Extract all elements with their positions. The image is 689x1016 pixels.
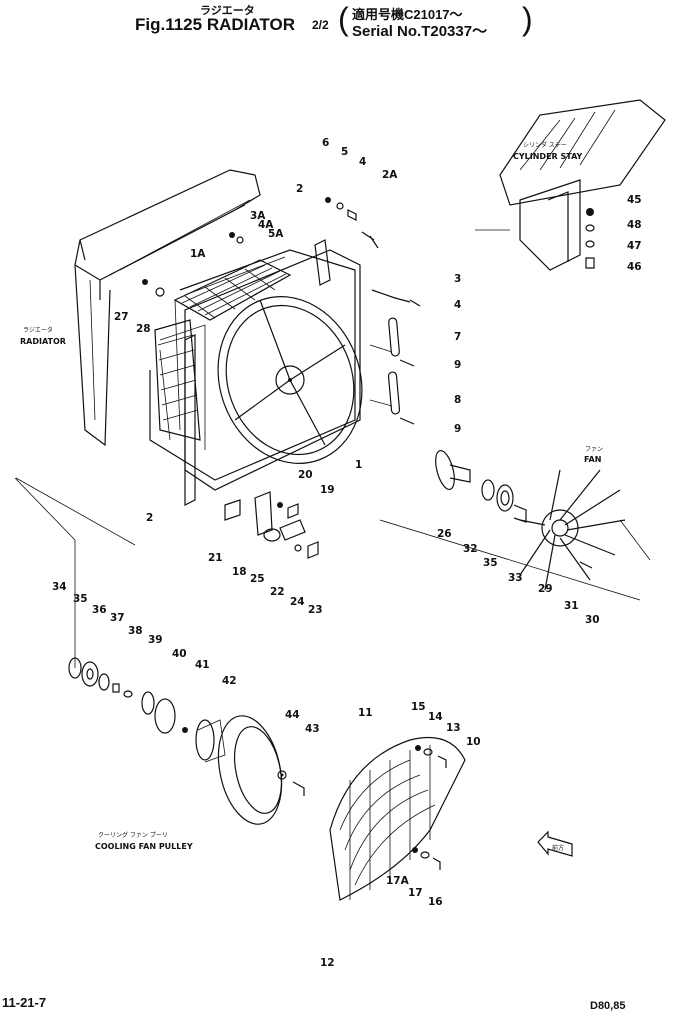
stays-7-8 — [387, 317, 415, 425]
radiator-caption-jp: ラジエータ — [23, 326, 53, 334]
label-44: 44 — [285, 709, 300, 721]
label-25: 25 — [250, 573, 265, 585]
leader-lines — [14, 229, 651, 668]
label-30: 30 — [585, 614, 600, 626]
label-9b: 9 — [454, 423, 461, 435]
label-8: 8 — [454, 394, 461, 406]
label-36: 36 — [92, 604, 107, 616]
label-39: 39 — [148, 634, 163, 646]
fan-blades — [519, 469, 626, 591]
label-4A: 4A — [258, 219, 274, 231]
label-24: 24 — [290, 596, 305, 608]
label-1A: 1A — [190, 248, 206, 260]
label-48: 48 — [627, 219, 642, 231]
label-15: 15 — [411, 701, 426, 713]
label-5A: 5A — [268, 228, 284, 240]
captions: ラジエータ RADIATOR シリンダ ステー CYLINDER STAY ファ… — [20, 141, 603, 852]
cylinder-stay-caption: CYLINDER STAY — [513, 152, 583, 161]
label-9: 9 — [454, 359, 461, 371]
label-13: 13 — [446, 722, 461, 734]
label-17A: 17A — [386, 875, 410, 887]
label-43: 43 — [305, 723, 320, 735]
figure-fraction: 2/2 — [312, 18, 329, 32]
label-5: 5 — [341, 146, 348, 158]
label-32: 32 — [463, 543, 478, 555]
label-10: 10 — [466, 736, 481, 748]
radiator-side-plate-2 — [184, 239, 331, 506]
label-21: 21 — [208, 552, 223, 564]
label-17: 17 — [408, 887, 423, 899]
pulley-caption: COOLING FAN PULLEY — [95, 842, 193, 851]
label-28: 28 — [136, 323, 151, 335]
mesh-side-left — [154, 319, 201, 441]
mesh-screen-1A — [173, 259, 292, 321]
label-34: 34 — [52, 581, 67, 593]
page-code: 11-21-7 — [2, 995, 47, 1010]
label-29: 29 — [538, 583, 553, 595]
label-2b: 2 — [146, 512, 153, 524]
cylinder-stay-assembly — [499, 99, 666, 271]
label-7: 7 — [454, 331, 461, 343]
label-45: 45 — [627, 194, 642, 206]
serial-number: Serial No.T20337〜 — [352, 23, 488, 40]
label-14: 14 — [428, 711, 443, 723]
front-arrow — [537, 830, 573, 857]
jp-serial: 適用号機C21017〜 — [352, 7, 463, 22]
label-22: 22 — [270, 586, 285, 598]
label-3: 3 — [454, 273, 461, 285]
front-caption-jp: 前方 — [552, 844, 564, 852]
radiator-caption: RADIATOR — [20, 337, 66, 346]
label-3A: 3A — [250, 210, 266, 222]
label-23: 23 — [308, 604, 323, 616]
fan-caption: FAN — [584, 455, 601, 464]
figure-title: Fig.1125 RADIATOR — [135, 15, 295, 34]
pulley-caption-jp: クーリング ファン プーリ — [98, 831, 168, 839]
lower-mount-parts — [224, 491, 319, 559]
label-2A: 2A — [382, 169, 398, 181]
label-19: 19 — [320, 484, 335, 496]
radiator-top-tank — [74, 169, 261, 447]
callout-labels: 6 5 4 2A 2 3A 4A 5A 1A 3 4 7 9 8 9 27 28… — [52, 137, 642, 969]
label-18: 18 — [232, 566, 247, 578]
label-35b: 35 — [73, 593, 88, 605]
label-46: 46 — [627, 261, 642, 273]
label-1: 1 — [355, 459, 362, 471]
label-41: 41 — [195, 659, 210, 671]
label-6: 6 — [322, 137, 329, 149]
jp-title: ラジエータ — [200, 5, 255, 17]
radiator-core — [149, 249, 356, 481]
label-20: 20 — [298, 469, 313, 481]
label-31: 31 — [564, 600, 579, 612]
cylinder-stay-caption-jp: シリンダ ステー — [523, 141, 567, 149]
label-35: 35 — [483, 557, 498, 569]
fan-caption-jp: ファン — [585, 446, 603, 453]
label-12: 12 — [320, 957, 335, 969]
serial-bracket-left: ( — [338, 1, 349, 37]
label-26: 26 — [437, 528, 452, 540]
fan-pulley-stack — [68, 657, 305, 825]
label-2: 2 — [296, 183, 303, 195]
label-33: 33 — [508, 572, 523, 584]
label-11: 11 — [358, 707, 373, 719]
serial-bracket-right: ) — [522, 1, 533, 37]
label-4: 4 — [359, 156, 366, 168]
label-16: 16 — [428, 896, 443, 908]
label-42: 42 — [222, 675, 237, 687]
label-38: 38 — [128, 625, 143, 637]
fasteners-top — [142, 197, 421, 307]
label-27: 27 — [114, 311, 129, 323]
label-47: 47 — [627, 240, 642, 252]
fan-drive-assembly — [435, 449, 626, 591]
label-37: 37 — [110, 612, 125, 624]
fan-guard-grill — [329, 736, 466, 901]
label-4b: 4 — [454, 299, 461, 311]
label-40: 40 — [172, 648, 187, 660]
model-code: D80,85 — [590, 1000, 626, 1012]
